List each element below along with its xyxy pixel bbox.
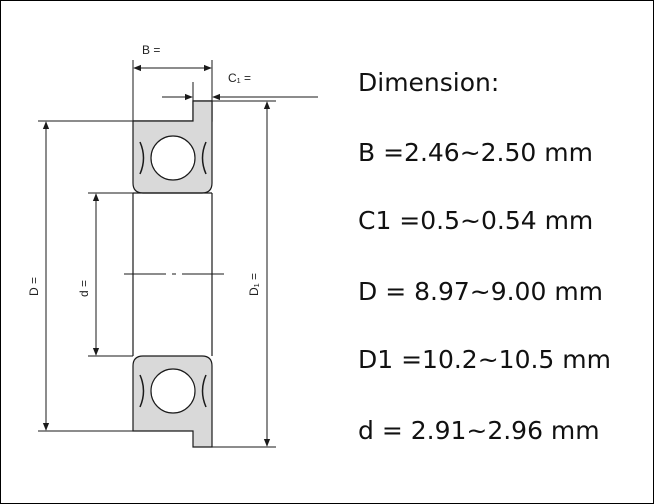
dimension-D1: D₁ = xyxy=(212,100,276,448)
dimension-d: d = xyxy=(77,192,133,357)
bearing-bottom-section xyxy=(132,355,213,448)
seal-top-right xyxy=(201,141,207,175)
spec-D1: D1 =10.2~10.5 mm xyxy=(358,345,611,374)
label-D1: D₁ = xyxy=(247,273,261,296)
spec-C1: C1 =0.5~0.54 mm xyxy=(358,206,594,235)
seal-bottom-right xyxy=(201,374,207,408)
dimension-C1: C₁ = xyxy=(162,71,318,101)
ball-bottom xyxy=(150,368,196,414)
spec-d: d = 2.91~2.96 mm xyxy=(358,416,600,445)
label-D: D = xyxy=(27,277,41,296)
dimension-B: B = xyxy=(132,43,213,121)
seal-bottom-left xyxy=(139,374,145,408)
label-d: d = xyxy=(77,280,91,297)
seal-top-left xyxy=(139,141,145,175)
dimension-D: D = xyxy=(27,120,133,432)
label-B: B = xyxy=(142,43,160,57)
spec-B: B =2.46~2.50 mm xyxy=(358,138,593,167)
spec-D: D = 8.97~9.00 mm xyxy=(358,277,604,306)
spec-heading: Dimension: xyxy=(358,68,500,97)
ball-top xyxy=(150,135,196,181)
label-C1: C₁ = xyxy=(228,71,251,85)
bearing-top-section xyxy=(132,100,213,194)
